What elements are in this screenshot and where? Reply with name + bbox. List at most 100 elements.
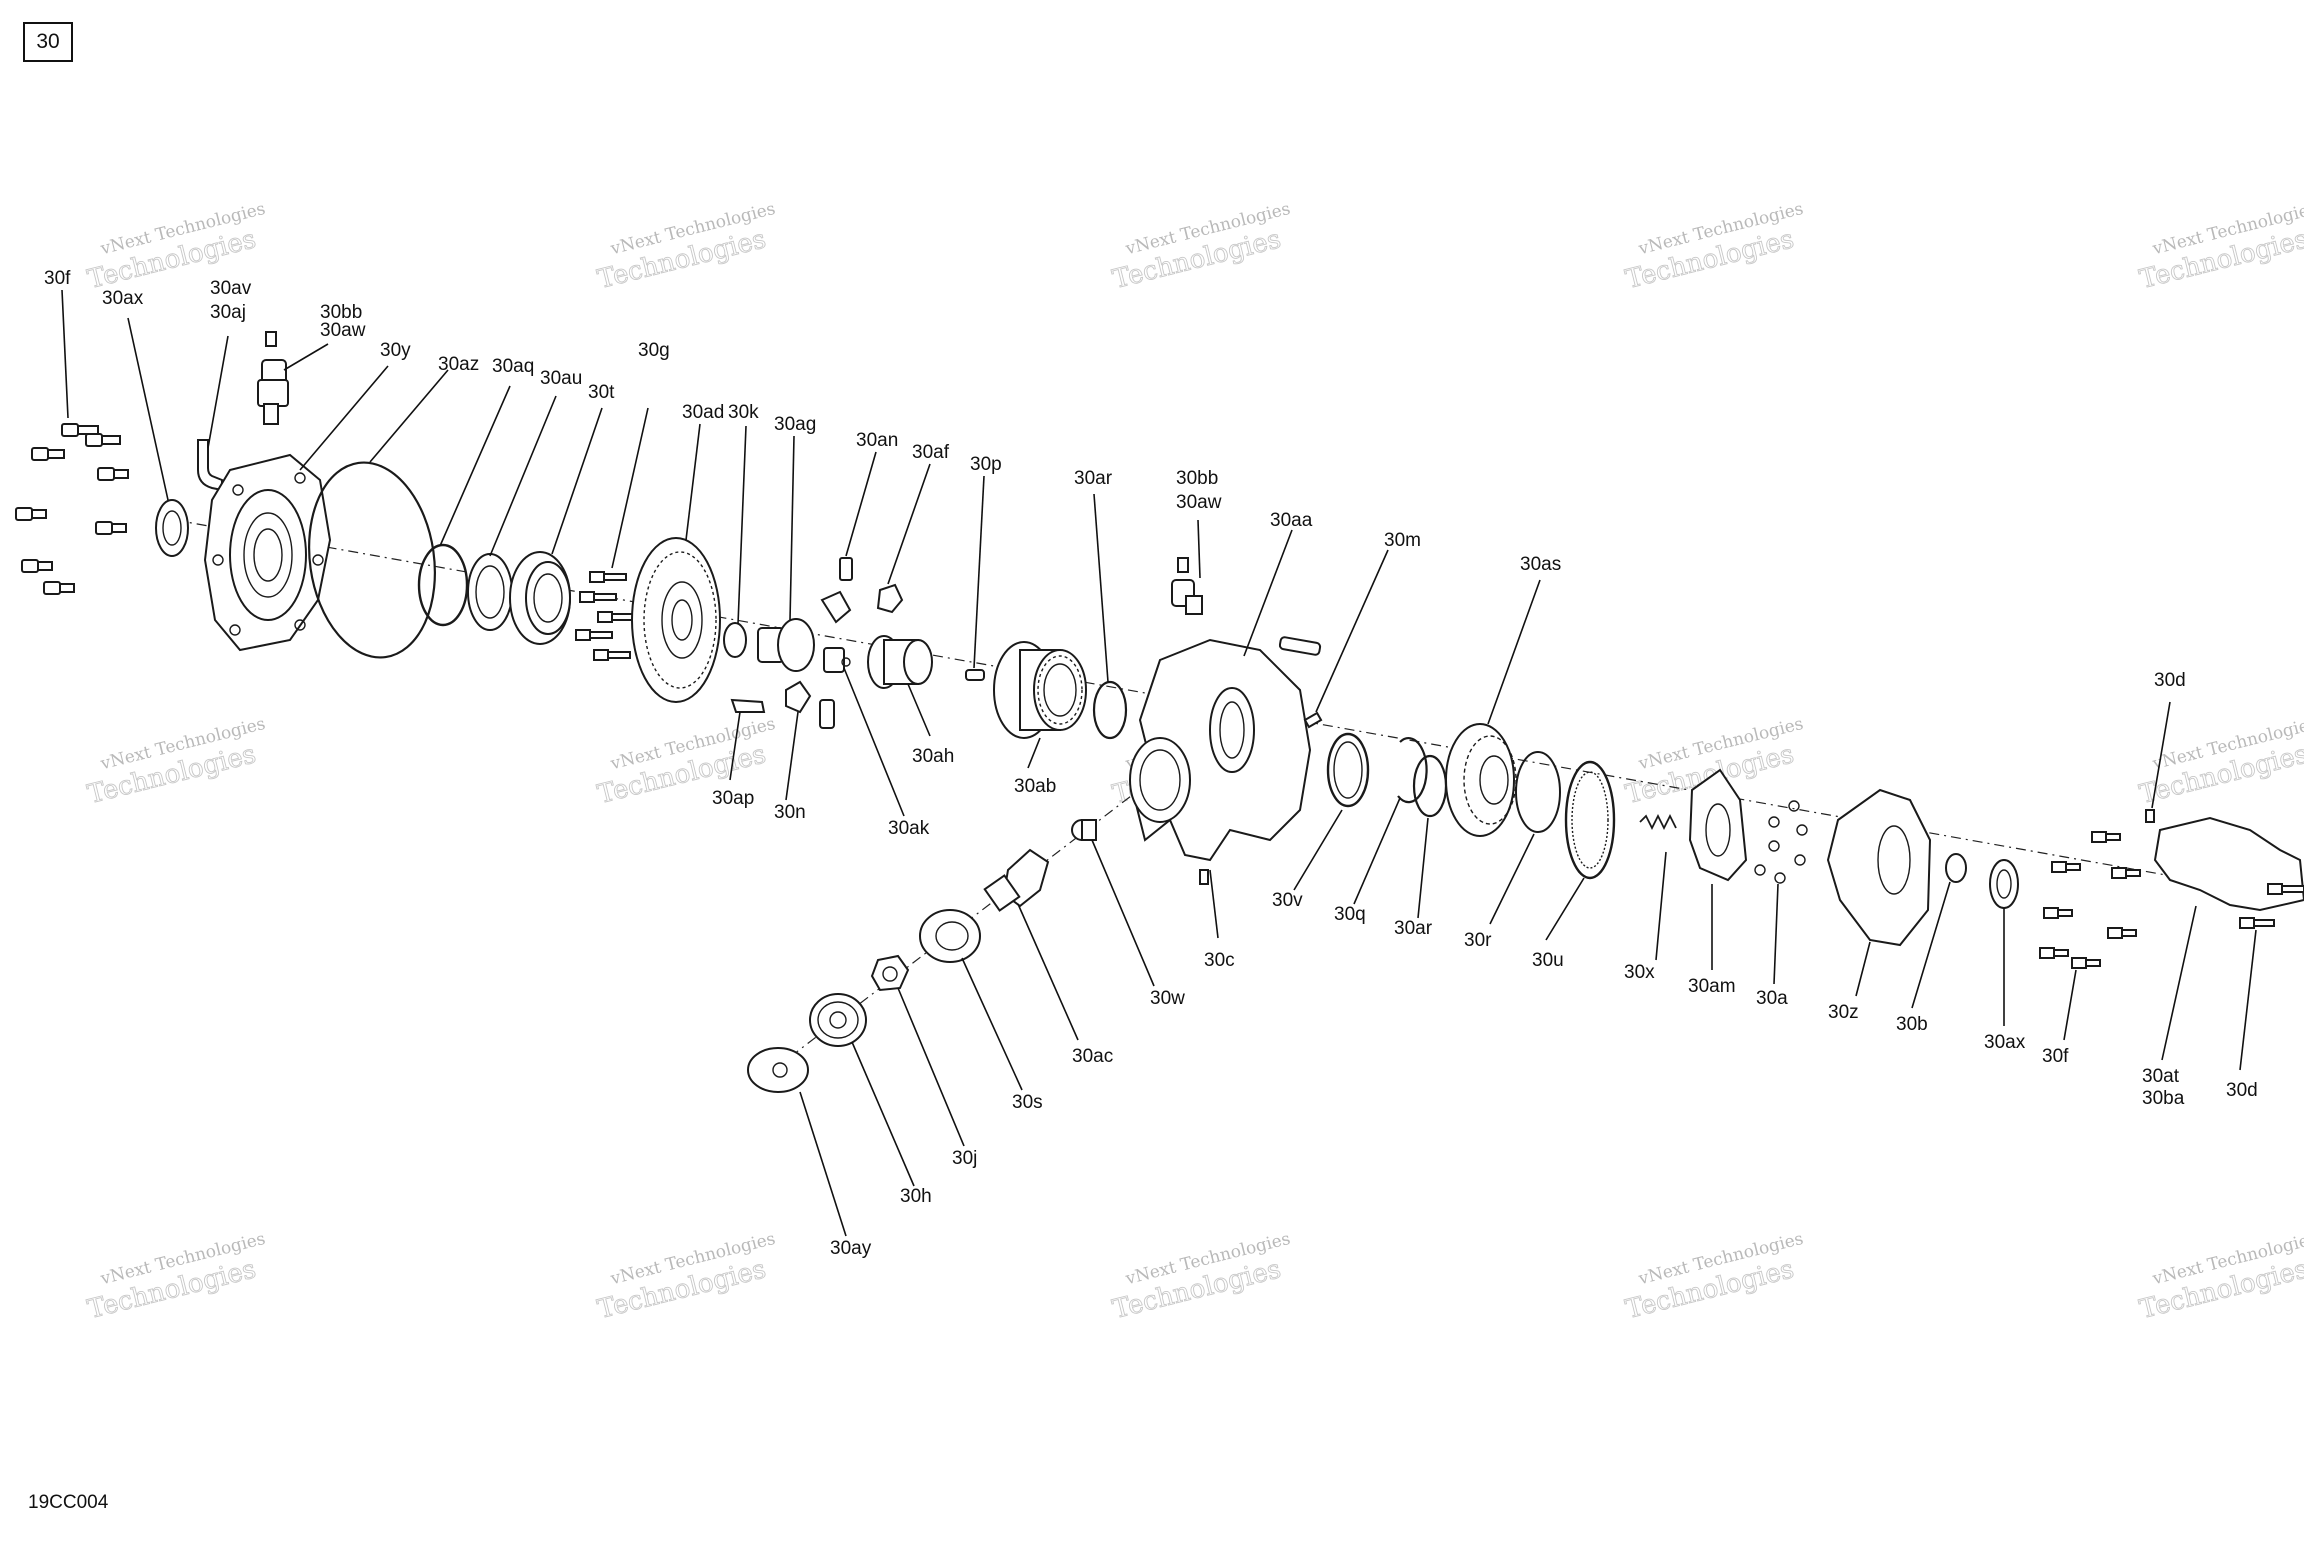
bolt-icon bbox=[95, 521, 127, 535]
callout-30c: 30c bbox=[1204, 950, 1235, 971]
spring bbox=[1639, 813, 1677, 831]
callout-30n: 30n bbox=[774, 802, 806, 823]
callout-30m: 30m bbox=[1384, 530, 1421, 551]
callout-30ab: 30ab bbox=[1014, 776, 1056, 797]
callout-30az: 30az bbox=[438, 354, 479, 375]
callout-30aq: 30aq bbox=[492, 356, 534, 377]
oil-seal-right bbox=[1989, 859, 2019, 909]
differential-case bbox=[993, 641, 1087, 739]
callout-30a: 30a bbox=[1756, 988, 1788, 1009]
diagram-code: 19CC004 bbox=[28, 1492, 109, 1513]
speed-sensor-center bbox=[1171, 557, 1203, 615]
ring-gear-bolts bbox=[575, 571, 635, 661]
flange bbox=[809, 993, 867, 1047]
callout-30r: 30r bbox=[1464, 930, 1492, 951]
vent-fitting bbox=[197, 439, 223, 492]
dowel-pin bbox=[965, 669, 985, 681]
callout-30d-bottom: 30d bbox=[2226, 1080, 2258, 1101]
callout-30bb-center: 30bb bbox=[1176, 468, 1218, 489]
callout-30as: 30as bbox=[1520, 554, 1561, 575]
callout-30j: 30j bbox=[952, 1148, 977, 1169]
spacer bbox=[1071, 819, 1097, 841]
callout-30aw: 30aw bbox=[320, 320, 366, 341]
bolt-icon bbox=[97, 467, 129, 481]
snap-ring bbox=[417, 543, 469, 627]
callout-30an: 30an bbox=[856, 430, 898, 451]
callout-30x: 30x bbox=[1624, 962, 1655, 983]
side-gear bbox=[757, 618, 815, 672]
callout-30t: 30t bbox=[588, 382, 615, 403]
bolt-icon bbox=[15, 507, 47, 521]
callout-30f-right: 30f bbox=[2042, 1046, 2069, 1067]
leader-lines bbox=[61, 289, 2257, 1237]
oil-seal-left bbox=[155, 499, 189, 557]
actuator-motor bbox=[2145, 809, 2304, 929]
callout-30u: 30u bbox=[1532, 950, 1564, 971]
callout-30p: 30p bbox=[970, 454, 1002, 475]
callout-30af: 30af bbox=[912, 442, 950, 463]
callout-30f: 30f bbox=[44, 268, 71, 289]
callout-30at: 30at bbox=[2142, 1066, 2180, 1087]
callout-30w: 30w bbox=[1150, 988, 1185, 1009]
bolt-icon bbox=[31, 447, 65, 461]
small-o-ring bbox=[723, 622, 747, 658]
pinion-bearing bbox=[919, 909, 981, 963]
bushing-right bbox=[1945, 853, 1967, 883]
bolt-group-left bbox=[15, 423, 129, 595]
callout-30aj: 30aj bbox=[210, 302, 246, 323]
callout-30ak: 30ak bbox=[888, 818, 930, 839]
tone-wheel bbox=[467, 553, 513, 631]
bolt-icon bbox=[43, 581, 75, 595]
ball-set bbox=[1754, 800, 1808, 884]
callout-30aw-center: 30aw bbox=[1176, 492, 1222, 513]
callout-30g: 30g bbox=[638, 340, 670, 361]
callout-labels: 30f 30ax 30av 30aj 30bb 30aw 30y 30az 30… bbox=[44, 268, 2258, 1259]
callout-30d-top: 30d bbox=[2154, 670, 2186, 691]
callout-30ad: 30ad bbox=[682, 402, 724, 423]
clutch-gear bbox=[1445, 723, 1517, 837]
callout-30y: 30y bbox=[380, 340, 411, 361]
o-ring-large bbox=[308, 461, 436, 659]
callout-30ap: 30ap bbox=[712, 788, 754, 809]
callout-30av: 30av bbox=[210, 278, 252, 299]
callout-30au: 30au bbox=[540, 368, 582, 389]
callout-30b: 30b bbox=[1896, 1014, 1928, 1035]
callout-30h: 30h bbox=[900, 1186, 932, 1207]
callout-30z: 30z bbox=[1828, 1002, 1859, 1023]
main-housing bbox=[1129, 636, 1322, 885]
pinion-gear bbox=[983, 848, 1050, 912]
ring-gear bbox=[631, 537, 721, 703]
retaining-ring bbox=[1092, 680, 1128, 740]
friction-plate bbox=[1564, 760, 1616, 880]
callout-30ba: 30ba bbox=[2142, 1088, 2185, 1109]
rear-cover bbox=[1826, 788, 1932, 947]
callout-30ac: 30ac bbox=[1072, 1046, 1113, 1067]
callout-30aa: 30aa bbox=[1270, 510, 1313, 531]
differential-internals bbox=[730, 557, 904, 729]
page-number-badge: 30 bbox=[23, 22, 73, 62]
spline-coupler bbox=[867, 635, 933, 689]
thrust-washer bbox=[1515, 751, 1561, 833]
callout-30bb: 30bb bbox=[320, 302, 362, 323]
callout-30ar: 30ar bbox=[1074, 468, 1113, 489]
callout-30k: 30k bbox=[728, 402, 759, 423]
callout-30s: 30s bbox=[1012, 1092, 1043, 1113]
callout-30q: 30q bbox=[1334, 904, 1366, 925]
front-cover-housing bbox=[203, 453, 332, 652]
bolt-icon bbox=[21, 559, 53, 573]
cam-plate bbox=[1688, 768, 1748, 882]
hex-nut bbox=[870, 954, 910, 992]
callout-30ay: 30ay bbox=[830, 1238, 872, 1259]
callout-30ar-lower: 30ar bbox=[1394, 918, 1433, 939]
